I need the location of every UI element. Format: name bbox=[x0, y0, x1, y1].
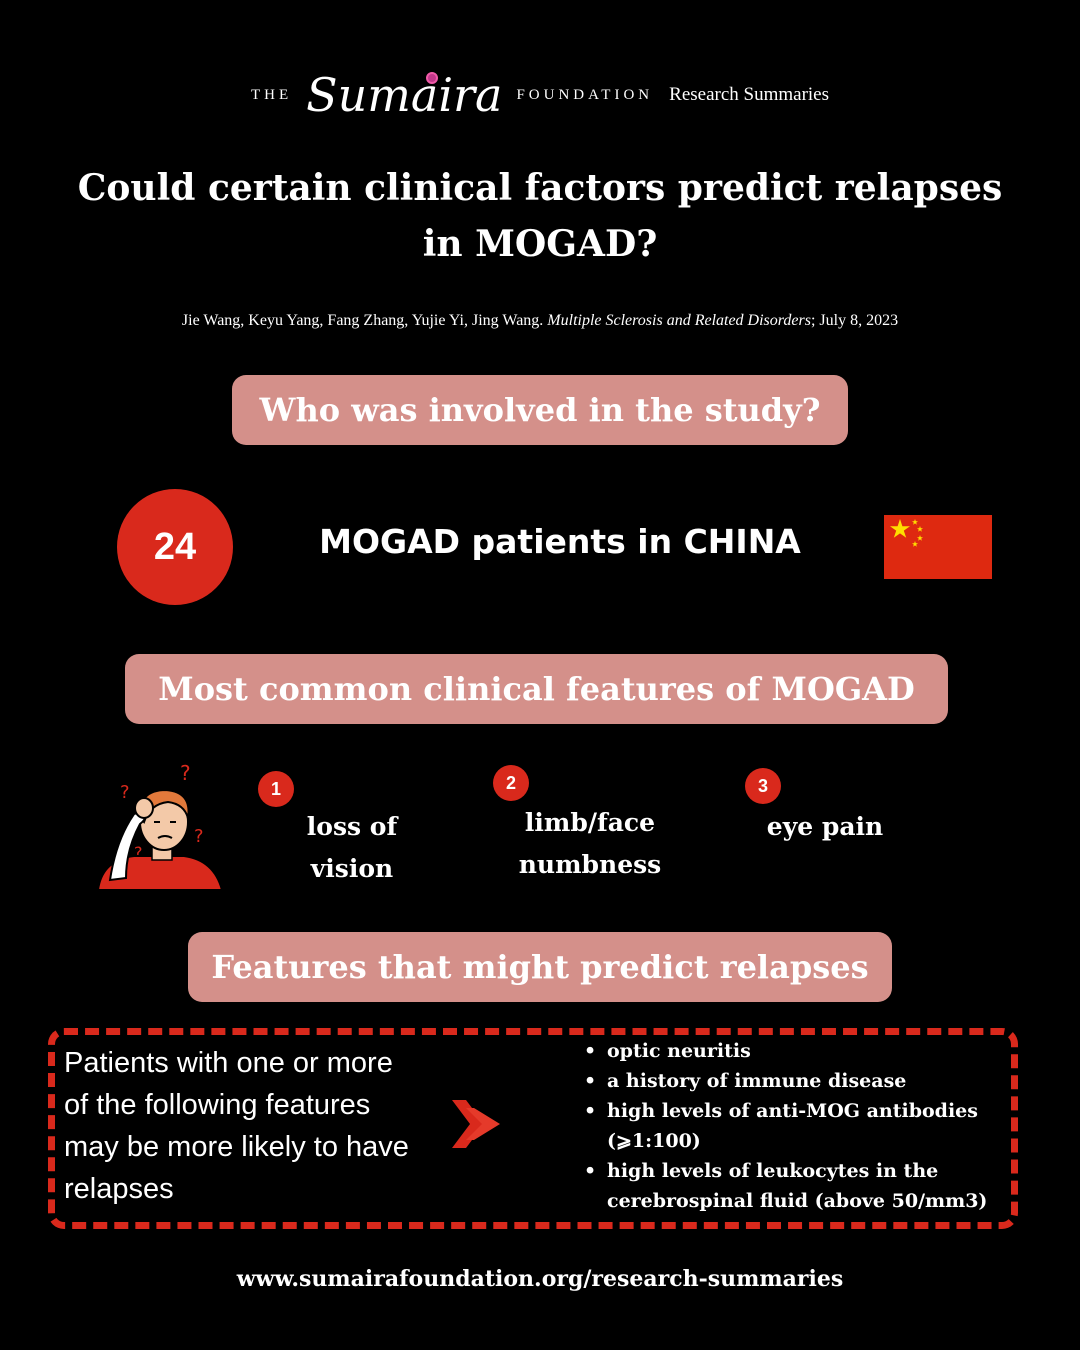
china-flag-svg bbox=[884, 515, 992, 579]
list-item: high levels of leukocytes in the cerebro… bbox=[582, 1156, 1012, 1216]
svg-text:?: ? bbox=[180, 761, 191, 785]
predictors-list: optic neuritis a history of immune disea… bbox=[582, 1036, 1012, 1216]
predictors-lead-text: Patients with one or more of the followi… bbox=[64, 1047, 409, 1205]
confused-person-icon: ? ? ? ? bbox=[88, 760, 238, 900]
logo-flower-icon bbox=[426, 72, 438, 84]
logo-wordmark: Sumaira bbox=[306, 68, 503, 122]
list-item: optic neuritis bbox=[582, 1036, 1012, 1066]
page-title: Could certain clinical factors predict r… bbox=[77, 167, 1003, 265]
china-flag-icon bbox=[884, 515, 992, 579]
study-heading: Who was involved in the study? bbox=[232, 375, 848, 445]
logo-subtitle: Research Summaries bbox=[669, 84, 830, 105]
feature-label-line: loss of bbox=[306, 812, 398, 841]
feature-item-3: eye pain bbox=[740, 806, 910, 848]
feature-number-2: 2 bbox=[493, 765, 529, 801]
svg-text:?: ? bbox=[194, 826, 204, 847]
feature-label-line: eye pain bbox=[766, 812, 884, 841]
citation-authors: Jie Wang, Keyu Yang, Fang Zhang, Yujie Y… bbox=[181, 312, 548, 329]
predictors-box bbox=[48, 1028, 1018, 1229]
feature-item-1: loss of vision bbox=[272, 806, 432, 890]
feature-number-3: 3 bbox=[745, 768, 781, 804]
list-item: a history of immune disease bbox=[582, 1066, 1012, 1096]
logo-foundation: FOUNDATION bbox=[516, 86, 654, 103]
list-item: high levels of anti-MOG antibodies (⩾1:1… bbox=[582, 1096, 1012, 1156]
feature-number-1: 1 bbox=[258, 771, 294, 807]
predictors-heading: Features that might predict relapses bbox=[188, 932, 892, 1002]
svg-text:?: ? bbox=[134, 843, 143, 862]
citation-journal: Multiple Sclerosis and Related Disorders bbox=[547, 312, 811, 329]
feature-label-line: numbness bbox=[518, 850, 662, 879]
svg-text:?: ? bbox=[120, 782, 130, 803]
footer-url[interactable]: www.sumairafoundation.org/research-summa… bbox=[236, 1266, 844, 1292]
feature-label-line: limb/face bbox=[524, 808, 656, 837]
feature-label-line: vision bbox=[310, 854, 394, 883]
logo-the: THE bbox=[250, 86, 293, 103]
features-heading: Most common clinical features of MOGAD bbox=[125, 654, 948, 724]
patients-description: MOGAD patients in CHINA bbox=[319, 522, 801, 561]
citation: Jie Wang, Keyu Yang, Fang Zhang, Yujie Y… bbox=[40, 312, 1040, 330]
chevron-right-icon bbox=[452, 1100, 502, 1148]
header-logo: THE Sumaira FOUNDATION Research Summarie… bbox=[0, 60, 1080, 130]
citation-date: ; July 8, 2023 bbox=[810, 312, 899, 329]
patient-count-badge: 24 bbox=[117, 489, 233, 605]
feature-item-2: limb/face numbness bbox=[490, 802, 690, 886]
